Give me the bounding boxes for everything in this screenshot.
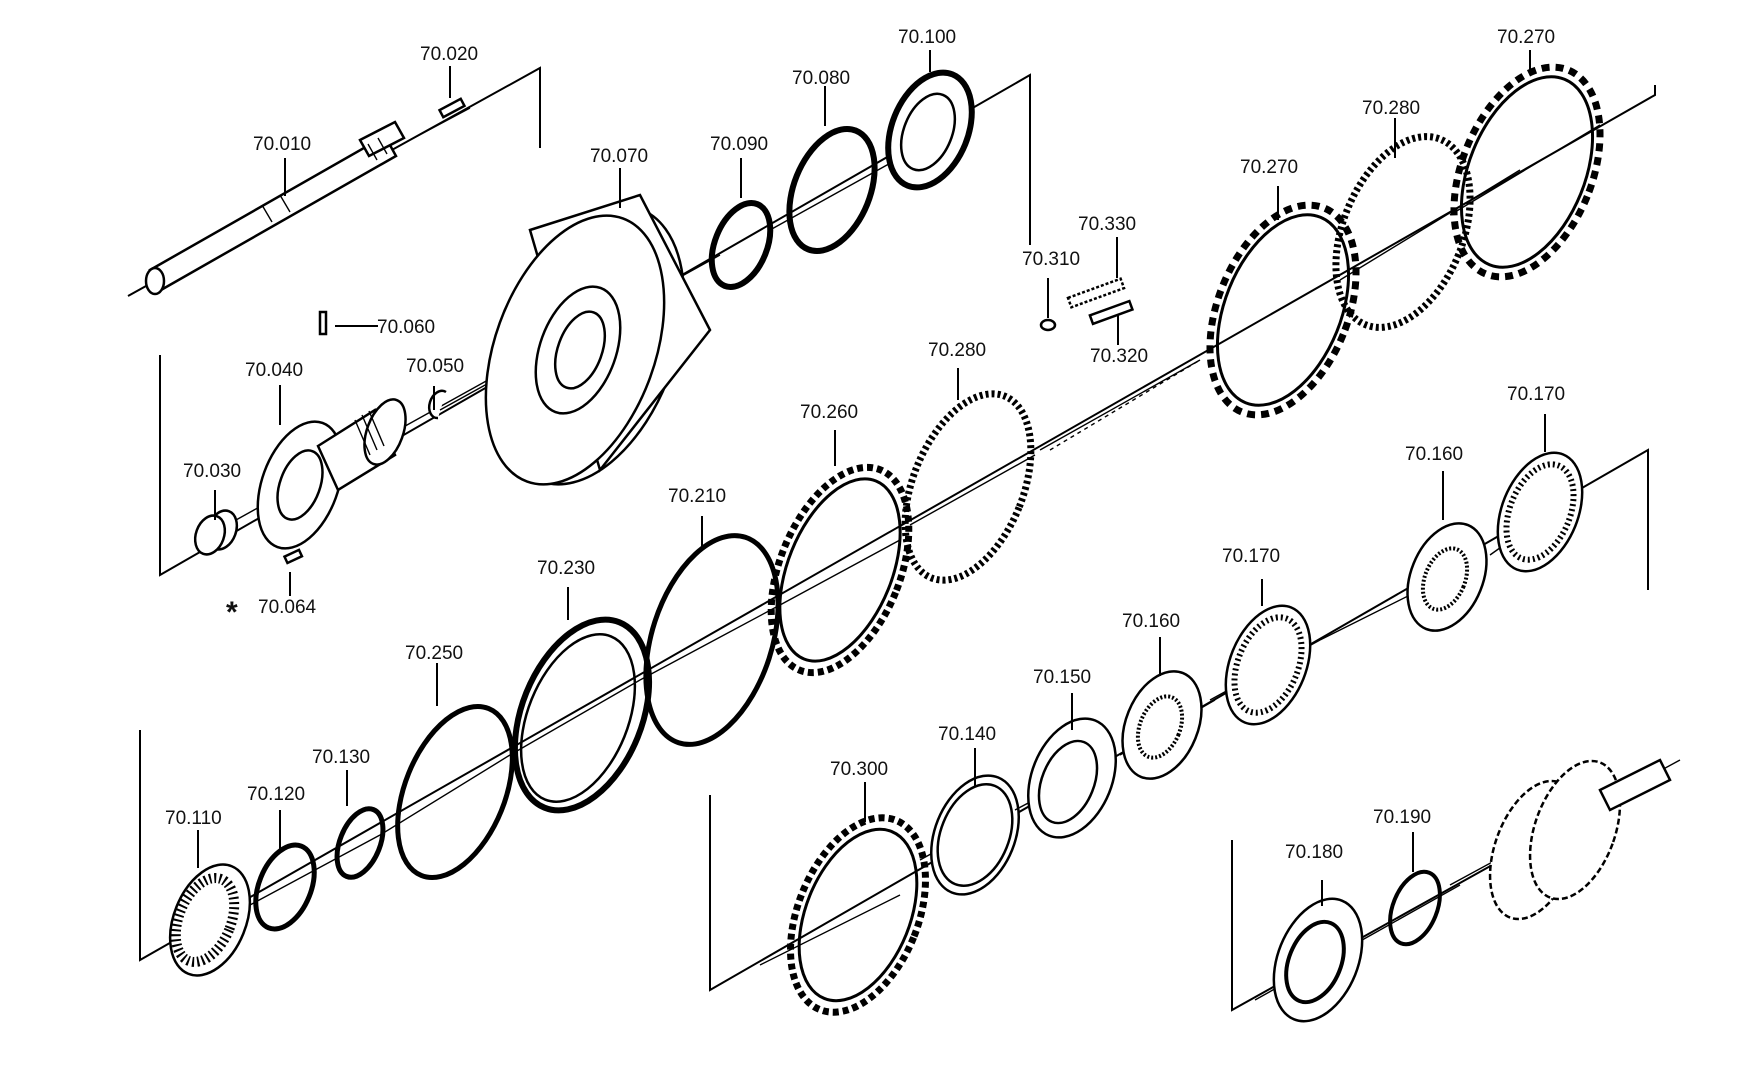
disc-70-280-b: [901, 390, 1036, 584]
plate-70-180: [1254, 897, 1381, 1023]
label-70-180: 70.180: [1285, 842, 1343, 863]
pin-70-020: [409, 97, 471, 141]
plate-70-150: [1014, 717, 1118, 839]
ring-70-190: [1379, 869, 1461, 947]
plate-70-140: [919, 774, 1021, 896]
label-70-060: 70.060: [377, 317, 435, 338]
piston-70-230: [509, 616, 653, 814]
carrier-assembly: [1449, 758, 1681, 921]
disc-70-160-b: [1319, 522, 1488, 641]
ring-70-130: [334, 806, 386, 880]
label-70-170-left: 70.170: [1222, 546, 1280, 567]
disc-70-280-a: [1332, 133, 1521, 331]
disc-70-270-a: [1039, 201, 1360, 451]
label-70-070: 70.070: [590, 146, 648, 167]
pin-70-064: [282, 548, 304, 565]
label-70-140: 70.140: [938, 724, 996, 745]
label-70-030: 70.030: [183, 461, 241, 482]
leader-lines: [197, 50, 1546, 906]
label-70-260: 70.260: [800, 402, 858, 423]
label-70-270-top: 70.270: [1497, 27, 1555, 48]
pin-70-060: [318, 310, 328, 336]
shaft-70-010: [129, 120, 406, 296]
disc-70-170-a: [1209, 604, 1321, 726]
label-70-090: 70.090: [710, 134, 768, 155]
disc-70-160-a: [1119, 670, 1216, 780]
label-70-210: 70.210: [668, 486, 726, 507]
pin-set-70-310-70-330: [1039, 277, 1201, 451]
label-70-120: 70.120: [247, 784, 305, 805]
part-labels: 70.020 70.010 70.070 70.090 70.080 70.10…: [165, 27, 1565, 863]
asterisk-marker: *: [226, 596, 238, 629]
seal-70-100: [885, 69, 975, 191]
label-70-064: 70.064: [258, 597, 317, 618]
ring-70-090: [708, 200, 774, 290]
ring-70-120: [249, 834, 381, 932]
label-70-080: 70.080: [792, 68, 850, 89]
ring-70-210: [639, 533, 781, 747]
hub-70-040: [199, 339, 561, 550]
label-70-310: 70.310: [1022, 249, 1080, 270]
label-70-110: 70.110: [165, 808, 222, 829]
label-70-150: 70.150: [1033, 667, 1091, 688]
drum-70-070: [439, 193, 721, 486]
spring-disc-70-110: [168, 863, 252, 977]
bearing-70-030: [193, 509, 239, 556]
label-70-130: 70.130: [312, 747, 370, 768]
panel-frames: [127, 66, 1656, 1012]
label-70-280-mid: 70.280: [928, 340, 986, 361]
label-70-050: 70.050: [406, 356, 464, 377]
label-70-020: 70.020: [420, 44, 478, 65]
label-70-300: 70.300: [830, 759, 888, 780]
label-70-160-right: 70.160: [1405, 444, 1463, 465]
label-70-160-left: 70.160: [1122, 611, 1180, 632]
disc-70-260: [767, 463, 913, 677]
disc-70-170-b: [1489, 451, 1584, 573]
label-70-010: 70.010: [253, 134, 311, 155]
label-70-270-mid: 70.270: [1240, 157, 1298, 178]
label-70-170-right: 70.170: [1507, 384, 1565, 405]
label-70-280-top: 70.280: [1362, 98, 1420, 119]
label-70-320: 70.320: [1090, 346, 1148, 367]
label-70-250: 70.250: [405, 643, 463, 664]
label-70-190: 70.190: [1373, 807, 1431, 828]
label-70-040: 70.040: [245, 360, 303, 381]
label-70-100: 70.100: [898, 27, 956, 48]
ring-70-250: [379, 703, 515, 881]
gear-70-300: [759, 814, 929, 1016]
label-70-230: 70.230: [537, 558, 595, 579]
label-70-330: 70.330: [1078, 214, 1136, 235]
